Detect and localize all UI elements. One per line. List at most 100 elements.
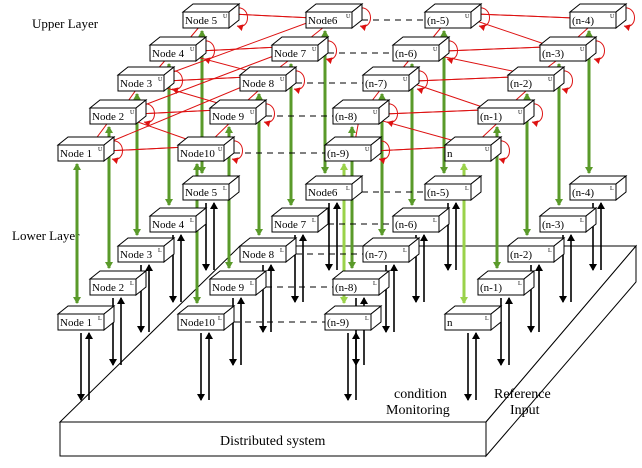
node-front-face xyxy=(177,313,225,331)
node-front-face xyxy=(89,107,137,125)
node-layer-superscript: U xyxy=(346,14,351,20)
node-front-face xyxy=(332,278,380,296)
node-layer-superscript: L xyxy=(610,186,614,192)
node-un6: (n-6)U xyxy=(391,35,451,63)
node-label: (n-4) xyxy=(572,15,594,27)
node-front-face xyxy=(392,215,440,233)
node-front-face xyxy=(149,215,197,233)
node-layer-superscript: U xyxy=(190,47,195,53)
node-ln3: (n-3)L xyxy=(538,206,598,234)
node-layer-superscript: L xyxy=(518,281,522,287)
node-label: (n-7) xyxy=(365,249,387,261)
node-front-face xyxy=(271,44,319,62)
self-loop-u4 xyxy=(203,40,215,65)
node-front-face xyxy=(332,107,380,125)
node-label: (n-9) xyxy=(327,317,349,329)
node-label: (n-5) xyxy=(427,15,449,27)
node-front-face xyxy=(424,11,472,29)
node-front-face xyxy=(305,11,353,29)
self-loop-u3 xyxy=(171,70,183,95)
node-label: Node 8 xyxy=(242,78,275,90)
node-layer-superscript: U xyxy=(312,47,317,53)
node-layer-superscript: L xyxy=(465,186,469,192)
node-layer-superscript: U xyxy=(485,147,490,153)
node-label: Node 2 xyxy=(92,282,124,294)
node-layer-superscript: U xyxy=(98,147,103,153)
node-label: (n-6) xyxy=(395,219,417,231)
condition-monitoring-label-line1: condition xyxy=(394,387,447,402)
node-front-face xyxy=(271,215,319,233)
node-un7: (n-7) U xyxy=(361,65,421,93)
node-layer-superscript: L xyxy=(218,316,222,322)
node-label: (n-2) xyxy=(510,249,532,261)
dashed-links xyxy=(234,19,425,323)
node-layer-superscript: U xyxy=(403,77,408,83)
node-label: Node 9 xyxy=(212,111,245,123)
node-layer-superscript: L xyxy=(223,186,227,192)
node-layer-superscript: L xyxy=(130,281,134,287)
node-label: Node 9 xyxy=(212,282,245,294)
self-loop-un1 xyxy=(531,103,543,128)
node-front-face xyxy=(362,74,410,92)
condition-monitoring-label-line2: Monitoring xyxy=(386,403,450,418)
node-label: Node10 xyxy=(180,148,215,160)
node-label: Node 3 xyxy=(120,78,153,90)
self-loop-u2 xyxy=(143,103,155,128)
node-layer-superscript: U xyxy=(373,110,378,116)
red-arrow-u8-u1 xyxy=(85,75,269,153)
node-label: (n-8) xyxy=(335,282,357,294)
node-layer-superscript: U xyxy=(158,77,163,83)
node-un4: (n-4)U xyxy=(568,2,628,30)
node-front-face xyxy=(539,215,587,233)
self-loop-u6 xyxy=(359,7,371,32)
node-layer-superscript: L xyxy=(433,218,437,224)
node-ln7: (n-7) L xyxy=(361,236,421,264)
node-un2: (n-2)U xyxy=(506,65,566,93)
node-label: Node 1 xyxy=(60,148,92,160)
node-label: (n-9) xyxy=(327,148,349,160)
node-layer-superscript: L xyxy=(98,316,102,322)
node-front-face xyxy=(362,245,410,263)
node-front-face xyxy=(392,44,440,62)
red-arrow-u7-u2 xyxy=(117,45,301,117)
node-label: Node 8 xyxy=(242,249,275,261)
reference-input-label-line1: Reference xyxy=(494,387,551,402)
node-label: (n-7) xyxy=(365,78,387,90)
node-layer-superscript: U xyxy=(218,147,223,153)
node-front-face xyxy=(239,74,287,92)
lower-layer-label: Lower Layer xyxy=(12,228,80,243)
node-l2: Node 2 L xyxy=(88,269,148,297)
node-front-face xyxy=(324,144,372,162)
self-loop-u8 xyxy=(293,70,305,95)
node-layer-superscript: L xyxy=(403,248,407,254)
node-layer-superscript: L xyxy=(373,281,377,287)
self-loop-un4 xyxy=(623,7,635,32)
node-layer-superscript: U xyxy=(223,14,228,20)
node-front-face xyxy=(324,313,372,331)
node-ln9: (n-9)L xyxy=(323,304,383,332)
node-layer-superscript: U xyxy=(280,77,285,83)
node-front-face xyxy=(569,11,617,29)
node-ln6: (n-6) L xyxy=(391,206,451,234)
node-front-face xyxy=(477,107,525,125)
node-layer-superscript: U xyxy=(465,14,470,20)
node-front-face xyxy=(89,278,137,296)
node-front-face xyxy=(117,74,165,92)
node-front-face xyxy=(182,11,230,29)
red-arrow-u6-u3 xyxy=(145,12,335,84)
node-front-face xyxy=(539,44,587,62)
node-ln4: (n-4)L xyxy=(568,174,628,202)
node-front-face xyxy=(57,144,105,162)
